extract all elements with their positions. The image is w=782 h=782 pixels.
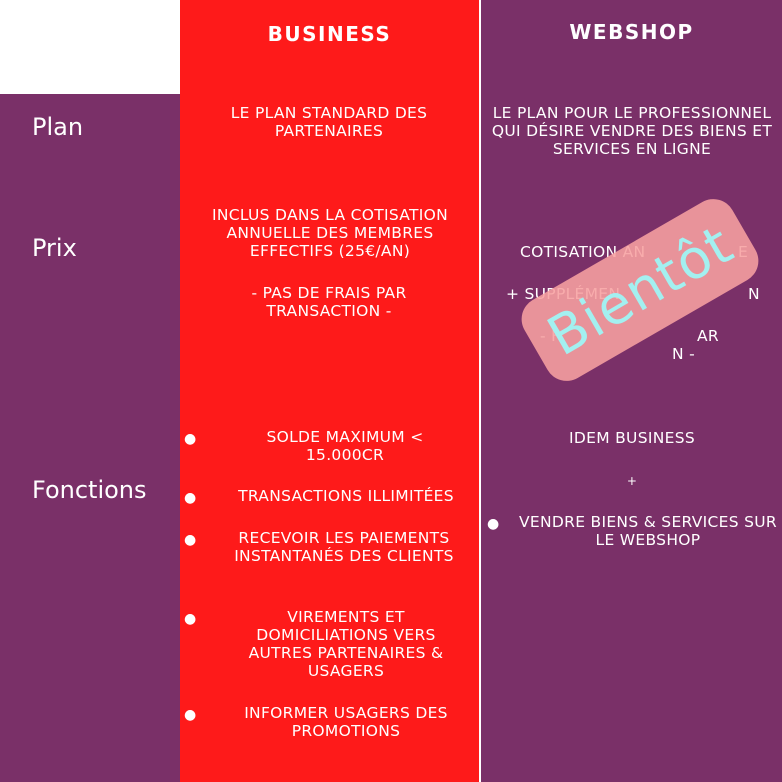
bullet-icon: ● (487, 516, 500, 532)
bullet-icon: ● (184, 707, 197, 723)
row-label-fonctions: Fonctions (32, 476, 147, 504)
business-feature-item: TRANSACTIONS ILLIMITÉES (238, 487, 454, 505)
webshop-header: WEBSHOP (569, 20, 694, 44)
business-feature-item: VIREMENTS ET DOMICILIATIONS VERS AUTRES … (248, 608, 444, 680)
webshop-feature-plus: + (626, 474, 638, 488)
bullet-icon: ● (184, 611, 197, 627)
webshop-plan-text: LE PLAN POUR LE PROFESSIONNEL QUI DÉSIRE… (491, 104, 773, 158)
row-label-prix: Prix (32, 234, 77, 262)
bullet-icon: ● (184, 490, 197, 506)
business-prix-text: INCLUS DANS LA COTISATION ANNUELLE DES M… (211, 206, 449, 260)
business-feature-item: INFORMER USAGERS DES PROMOTIONS (244, 704, 448, 740)
webshop-feature-idem: IDEM BUSINESS (569, 429, 695, 447)
webshop-prix-fees-end: AR (697, 327, 719, 345)
row-label-plan: Plan (32, 113, 84, 141)
webshop-column (481, 0, 782, 782)
webshop-prix-supplement-end: N (748, 285, 760, 303)
business-plan-text: LE PLAN STANDARD DES PARTENAIRES (230, 104, 428, 140)
bullet-icon: ● (184, 431, 197, 447)
business-feature-item: RECEVOIR LES PAIEMENTS INSTANTANÉS DES C… (234, 529, 454, 565)
webshop-prix-fees-line2: N - (672, 345, 696, 363)
webshop-feature-item: VENDRE BIENS & SERVICES SUR LE WEBSHOP (519, 513, 777, 549)
business-feature-item: SOLDE MAXIMUM < 15.000CR (266, 428, 424, 464)
business-prix-note: - PAS DE FRAIS PAR TRANSACTION - (251, 284, 407, 320)
bullet-icon: ● (184, 532, 197, 548)
business-column (180, 0, 479, 782)
row-labels-column (0, 94, 180, 782)
business-header: BUSINESS (267, 22, 392, 46)
